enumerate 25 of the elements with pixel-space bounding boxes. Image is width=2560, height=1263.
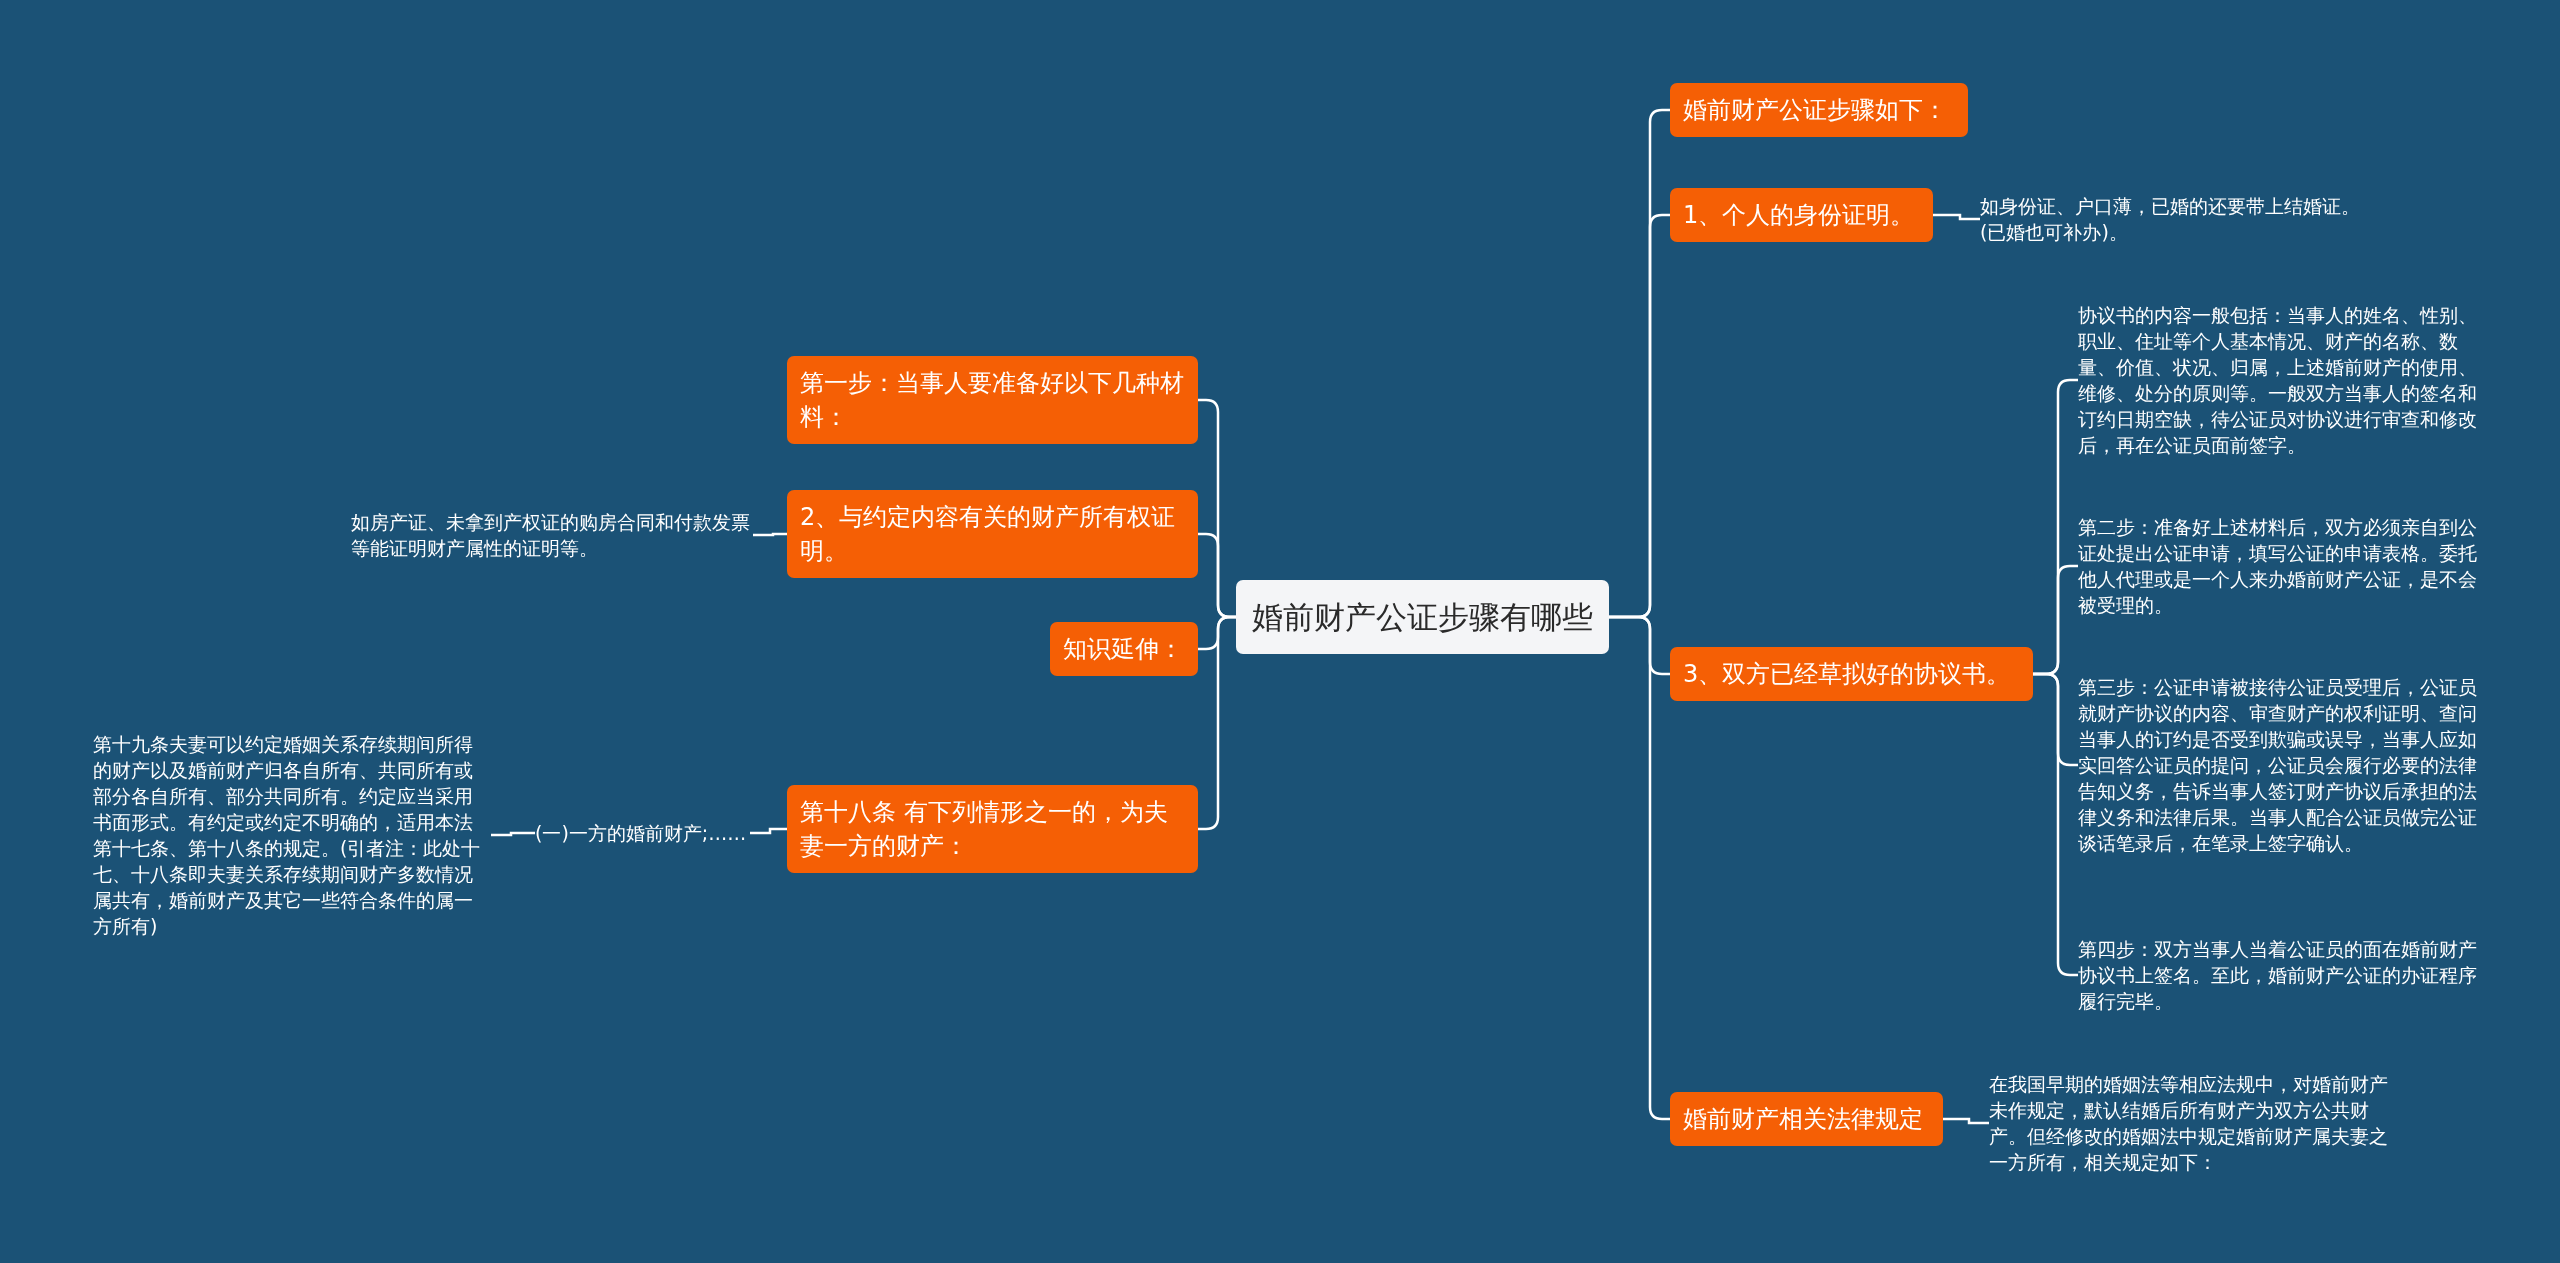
connector-line <box>491 831 535 837</box>
topic-box: 1、个人的身份证明。 <box>1670 188 1933 242</box>
connector-line <box>1609 615 1670 1121</box>
central-topic-box: 婚前财产公证步骤有哪些 <box>1236 580 1609 654</box>
connector-line <box>753 532 787 537</box>
connector-line <box>1943 1117 1989 1125</box>
note-text: 如房产证、未拿到产权证的购房合同和付款发票等能证明财产属性的证明等。 <box>351 509 753 561</box>
topic-box: 婚前财产公证步骤如下： <box>1670 83 1968 137</box>
note-text: 在我国早期的婚姻法等相应法规中，对婚前财产未作规定，默认结婚后所有财产为双方公共财产。但经修改的婚姻法中规定婚前财产属夫妻之一方所有，相关规定如下： <box>1989 1071 2393 1175</box>
topic-box: 3、双方已经草拟好的协议书。 <box>1670 647 2033 701</box>
note-text: 协议书的内容一般包括：当事人的姓名、性别、职业、住址等个人基本情况、财产的名称、数量、价值、状况、归属，上述婚前财产的使用、维修、处分的原则等。一般双方当事人的签名和订约日期空缺，待公证员对协议进行审查和修改后，再在公证员面前签字。 <box>2078 302 2482 458</box>
note-text: 第四步：双方当事人当着公证员的面在婚前财产协议书上签名。至此，婚前财产公证的办证程序履行完毕。 <box>2078 936 2482 1014</box>
note-text: 第十九条夫妻可以约定婚姻关系存续期间所得的财产以及婚前财产归各自所有、共同所有或部分各自所有、部分共同所有。约定应当采用书面形式。有约定或约定不明确的，适用本法第十七条、第十八条的规定。(引者注：此处十七、十八条即夫妻关系存续期间财产多数情况属共有，婚前财产及其它一些符合条件的属一方所有) <box>93 731 491 939</box>
topic-box: 知识延伸： <box>1050 622 1198 676</box>
connector-line <box>1198 615 1236 831</box>
topic-box: 婚前财产相关法律规定 <box>1670 1092 1943 1146</box>
note-text: 第二步：准备好上述材料后，双方必须亲自到公证处提出公证申请，填写公证的申请表格。委托他人代理或是一个人来办婚前财产公证，是不会被受理的。 <box>2078 514 2482 618</box>
topic-box: 2、与约定内容有关的财产所有权证明。 <box>787 490 1198 578</box>
note-text: 如身份证、户口薄，已婚的还要带上结婚证。(已婚也可补办)。 <box>1980 193 2380 245</box>
topic-box: 第一步：当事人要准备好以下几种材料： <box>787 356 1198 444</box>
connector-line <box>750 827 787 835</box>
connector-line <box>1933 213 1980 221</box>
note-text: 第三步：公证申请被接待公证员受理后，公证员就财产协议的内容、审查财产的权利证明、查问当事人的订约是否受到欺骗或误导，当事人应如实回答公证员的提问，公证员会履行必要的法律告知义务，告诉当事人签订财产协议后承担的法律义务和法律后果。当事人配合公证员做完公证谈话笔录后，在笔录上签字确认。 <box>2078 674 2482 856</box>
topic-box: 第十八条 有下列情形之一的，为夫妻一方的财产： <box>787 785 1198 873</box>
note-text: (一)一方的婚前财产;…… <box>535 820 750 846</box>
